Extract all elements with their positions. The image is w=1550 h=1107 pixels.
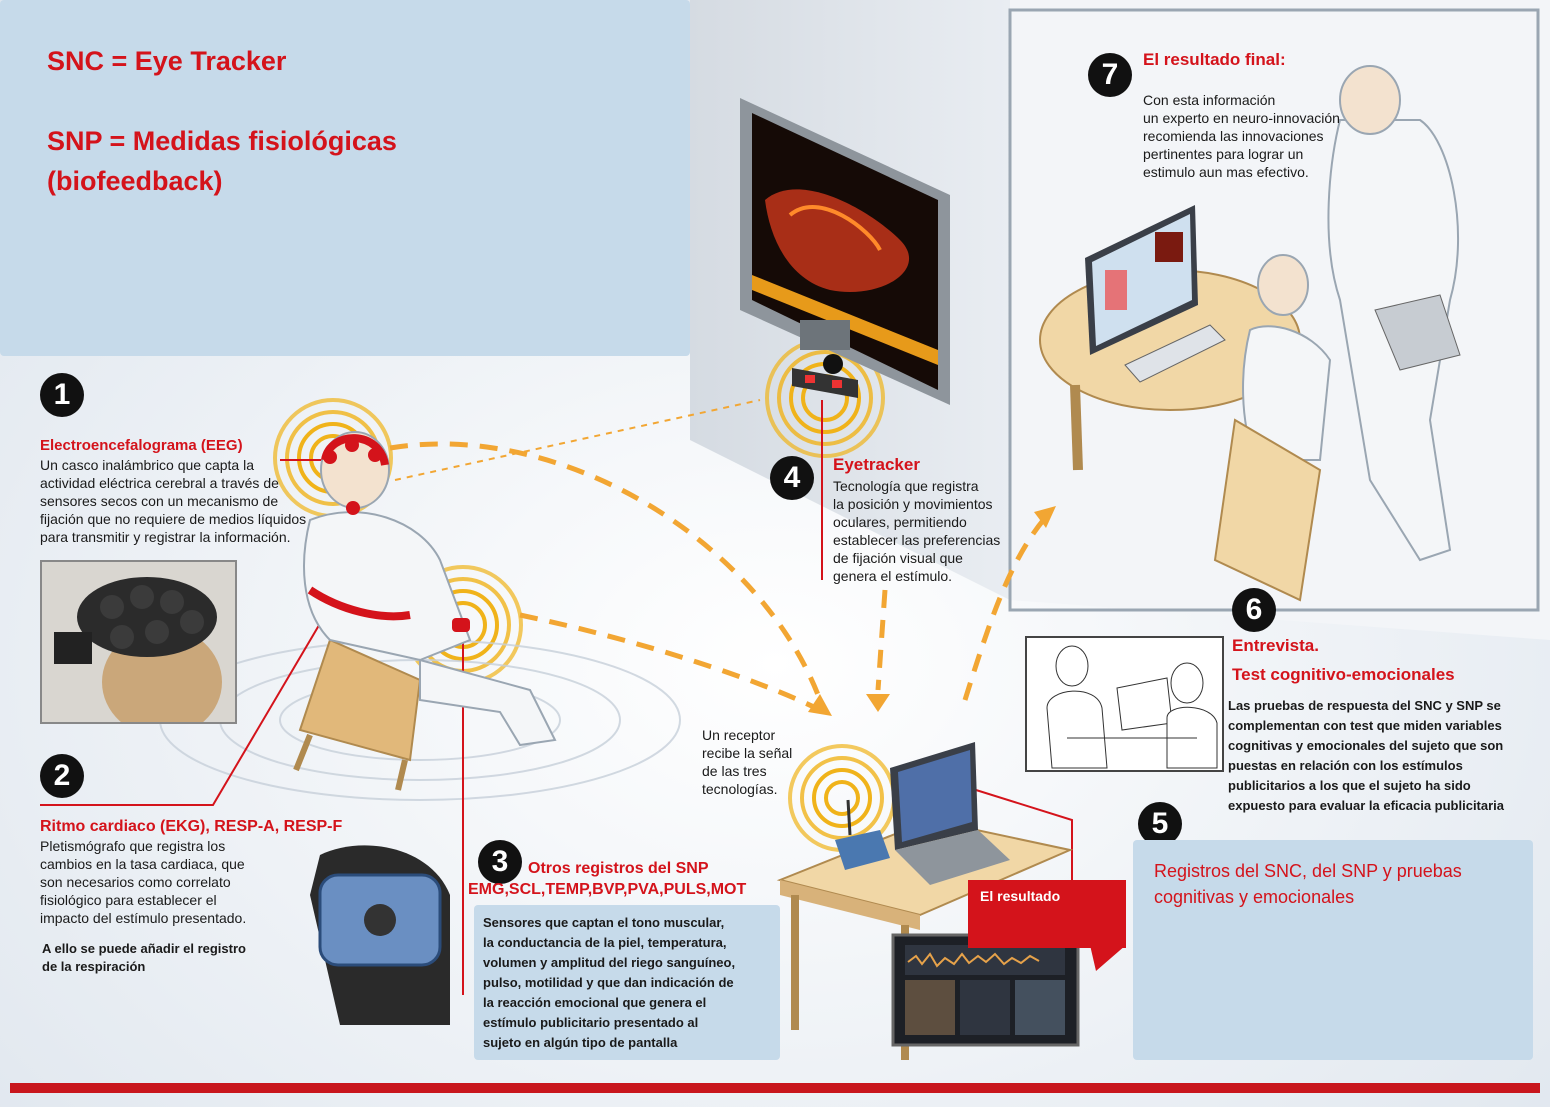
step-1-badge: 1 xyxy=(40,373,84,417)
step-5-title: Registros del SNC, del SNP y pruebas cog… xyxy=(1154,861,1462,907)
legend-panel xyxy=(0,0,690,356)
step-2-body: Pletismógrafo que registra los cambios e… xyxy=(40,838,247,926)
step-1-title: Electroencefalograma (EEG) xyxy=(40,437,243,454)
wristband-sensor-image xyxy=(310,845,450,1025)
step-3-subtitle: EMG,SCL,TEMP,BVP,PVA,PULS,MOT xyxy=(468,881,747,898)
signal-arrows xyxy=(389,399,1047,713)
step-3-title: Otros registros del SNP xyxy=(528,860,709,877)
step-7-body: Con esta información un experto en neuro… xyxy=(1143,92,1340,180)
step-2-badge: 2 xyxy=(40,754,84,798)
step-4-badge: 4 xyxy=(770,456,814,500)
seated-person xyxy=(293,431,557,791)
step-5-badge: 5 xyxy=(1138,802,1182,846)
step-6-badge: 6 xyxy=(1232,588,1276,632)
eeg-headset-photo xyxy=(40,560,237,724)
receptor-label: Un receptor recibe la señal de las tres … xyxy=(702,727,793,797)
step-3-panel xyxy=(474,905,780,1060)
step-4-body: Tecnología que registra la posición y mo… xyxy=(833,478,1001,584)
result-badge-label: El resultado xyxy=(980,888,1061,904)
wall-monitor xyxy=(740,98,950,405)
result-badge-tail xyxy=(1090,945,1126,971)
step-3-body: Sensores que captan el tono muscular, la… xyxy=(483,915,736,1050)
step-6-subtitle: Test cognitivo-emocionales xyxy=(1232,665,1455,684)
result-badge xyxy=(968,880,1126,948)
step-1-body: Un casco inalámbrico que capta la activi… xyxy=(40,457,307,545)
step-7-title: El resultado final: xyxy=(1143,50,1286,69)
step-3-badge: 3 xyxy=(478,840,522,884)
step-4-title: Eyetracker xyxy=(833,455,920,474)
legend-biofeedback: (biofeedback) xyxy=(47,166,223,196)
interview-picture xyxy=(1025,636,1224,772)
legend-snc: SNC = Eye Tracker xyxy=(47,46,287,76)
step-6-body: Las pruebas de respuesta del SNC y SNP s… xyxy=(1228,698,1505,813)
office-scene xyxy=(1039,65,1461,602)
legend-snp: SNP = Medidas fisiológicas xyxy=(47,126,397,156)
step-6-title: Entrevista. xyxy=(1232,636,1319,655)
step-2-title: Ritmo cardiaco (EKG), RESP-A, RESP-F xyxy=(40,818,343,835)
step-5-panel xyxy=(1133,840,1533,1060)
step-7-badge: 7 xyxy=(1088,53,1132,97)
eyetracker-device xyxy=(792,354,858,398)
analysis-screen xyxy=(891,933,1080,1047)
step-2-extra: A ello se puede añadir el registro de la… xyxy=(42,941,246,974)
bottom-bar xyxy=(10,1083,1540,1093)
